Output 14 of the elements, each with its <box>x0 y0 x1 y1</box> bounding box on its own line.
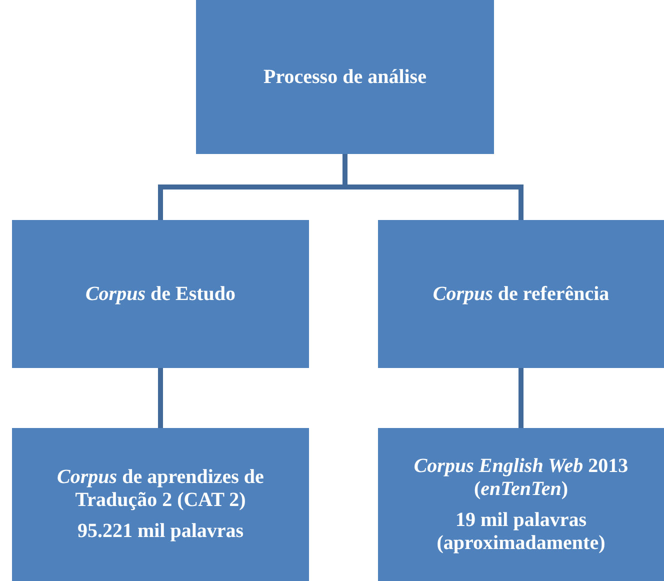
process-box <box>196 0 494 154</box>
connector-line <box>518 368 524 428</box>
process-box <box>12 220 309 368</box>
box-text: 19 mil palavras (aproximadamente) <box>436 508 606 554</box>
connector-line <box>158 368 163 428</box>
process-box <box>12 428 309 581</box>
box-text: 95.221 mil palavras <box>77 520 244 543</box>
box-text: Processo de análise <box>264 66 426 88</box>
process-box <box>378 428 664 581</box>
process-box <box>378 220 664 368</box>
box-text: Corpus de referência <box>432 282 610 306</box>
box-text: Corpus de aprendizes de Tradução 2 (CAT 2) <box>56 466 265 512</box>
box-text: Corpus English Web 2013 (enTenTen) <box>412 454 630 500</box>
box-text: Corpus de Estudo <box>85 282 236 306</box>
